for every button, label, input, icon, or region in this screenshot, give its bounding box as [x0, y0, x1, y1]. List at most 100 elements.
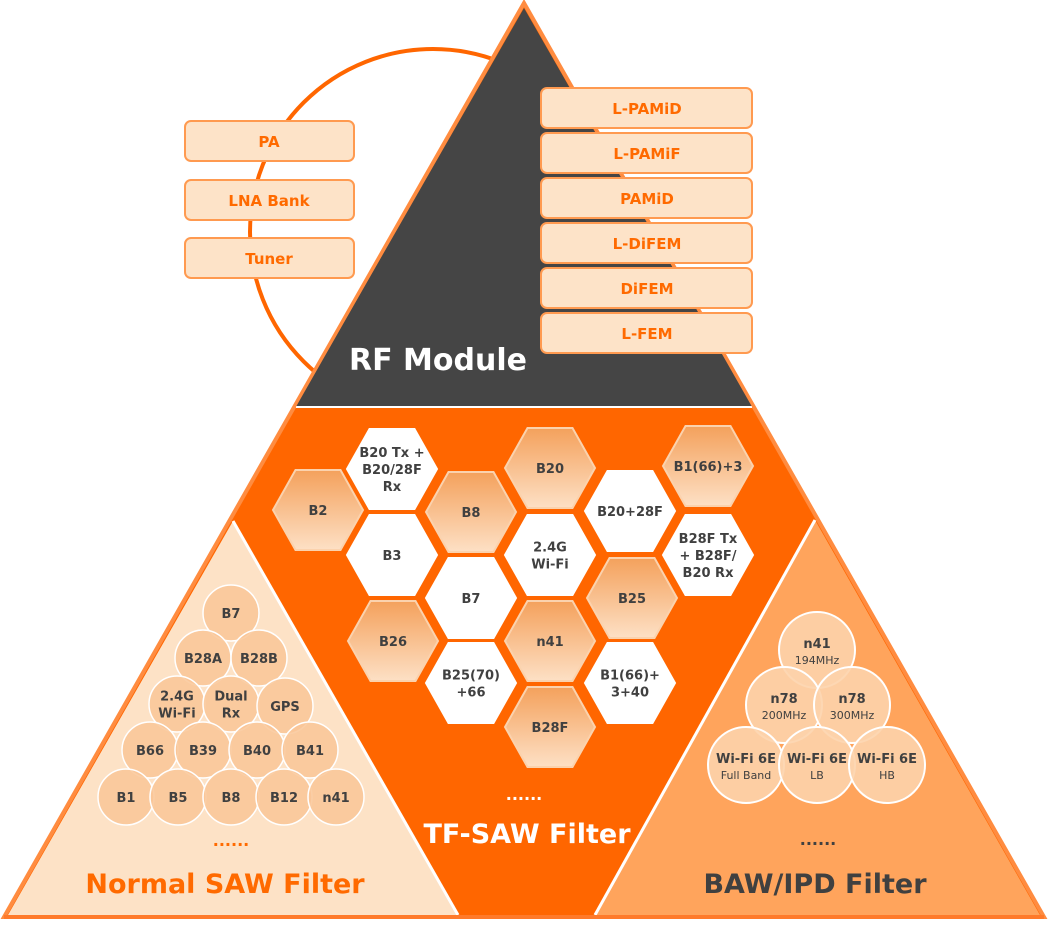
component-box-pa[interactable]: PA: [184, 120, 355, 162]
module-box-l-pamif[interactable]: L-PAMiF: [540, 132, 753, 174]
hex-b1-66-3-40[interactable]: B1(66)+ 3+40: [583, 642, 677, 724]
component-box-lna-bank[interactable]: LNA Bank: [184, 179, 355, 221]
module-box-pamid[interactable]: PAMiD: [540, 177, 753, 219]
hex-label: 2.4G: [533, 541, 567, 556]
saw-circle-label: Rx: [222, 707, 241, 722]
hex-shape: [424, 557, 518, 639]
module-label: L-PAMiF: [613, 145, 680, 163]
hex-shape: [661, 514, 755, 596]
saw-circle-label: B41: [296, 744, 324, 759]
baw-ipd-title: BAW/IPD Filter: [703, 869, 927, 900]
saw-circle-label: B7: [222, 607, 241, 622]
hex-label: B20 Tx +: [359, 446, 424, 461]
hex-label: 3+40: [611, 686, 649, 701]
hex-label: B20: [536, 462, 564, 477]
saw-circle-b8[interactable]: B8: [202, 768, 260, 826]
baw-circle-n78-300mhz[interactable]: n78 300MHz: [813, 666, 891, 744]
saw-circle-label: B5: [169, 791, 188, 806]
baw-circle-sub: 300MHz: [830, 709, 875, 722]
saw-circle-b66[interactable]: B66: [121, 721, 179, 779]
saw-circle-b1[interactable]: B1: [97, 768, 155, 826]
baw-circle-shape: [848, 726, 926, 804]
hex-label: B25(70): [442, 669, 500, 684]
hex-shape: [345, 514, 439, 596]
hex-b2[interactable]: B2: [271, 469, 365, 551]
hex-label: B3: [383, 549, 402, 564]
hex-label: B8: [462, 506, 481, 521]
hex-label: B25: [618, 592, 646, 607]
hex-label: B28F: [532, 721, 569, 736]
hex-label: B26: [379, 635, 407, 650]
module-box-bg: [540, 87, 753, 129]
baw-circle-main: n78: [838, 692, 865, 707]
saw-circle-label: B28A: [184, 652, 222, 667]
saw-circle-b28b[interactable]: B28B: [230, 629, 288, 687]
saw-circle-b12[interactable]: B12: [255, 768, 313, 826]
saw-circle-n41[interactable]: n41: [307, 768, 365, 826]
saw-circle-label: B66: [136, 744, 164, 759]
saw-circle-b39[interactable]: B39: [174, 721, 232, 779]
saw-circle-b5[interactable]: B5: [149, 768, 207, 826]
saw-circle-b41[interactable]: B41: [281, 721, 339, 779]
hex-b20[interactable]: B20: [503, 427, 597, 509]
hex-shape: [424, 642, 518, 724]
component-label: PA: [258, 133, 280, 151]
module-label: L-FEM: [621, 325, 672, 343]
module-box-l-difem[interactable]: L-DiFEM: [540, 222, 753, 264]
hex-n41[interactable]: n41: [503, 600, 597, 682]
saw-circle-b28a[interactable]: B28A: [174, 629, 232, 687]
hex-label: B1(66)+: [600, 669, 660, 684]
module-box-difem[interactable]: DiFEM: [540, 267, 753, 309]
hex-label: B1(66)+3: [674, 460, 743, 475]
hex-b3[interactable]: B3: [345, 514, 439, 596]
hex-2-4g-wi-fi[interactable]: 2.4G Wi-Fi: [503, 514, 597, 596]
saw-circle-gps[interactable]: GPS: [256, 677, 314, 735]
component-box-tuner[interactable]: Tuner: [184, 237, 355, 279]
saw-circle-label: Dual: [214, 690, 247, 705]
baw-circle-main: n41: [803, 637, 830, 652]
hex-b20-tx-b20-28f-rx[interactable]: B20 Tx + B20/28F Rx: [345, 428, 439, 510]
module-box-l-pamid[interactable]: L-PAMiD: [540, 87, 753, 129]
module-box-l-fem[interactable]: L-FEM: [540, 312, 753, 354]
module-box-bg: [540, 312, 753, 354]
hex-b8[interactable]: B8: [424, 471, 518, 553]
saw-circle-shape: [281, 721, 339, 779]
hex-shape: [346, 600, 440, 682]
hex-shape: [503, 686, 597, 768]
baw-ipd-more: ......: [800, 830, 836, 849]
rf-module-title: RF Module: [349, 343, 527, 378]
saw-circle-label: n41: [322, 791, 349, 806]
hex-b7[interactable]: B7: [424, 557, 518, 639]
hex-b28f[interactable]: B28F: [503, 686, 597, 768]
baw-circle-sub: HB: [879, 769, 895, 782]
hex-b1-66-3[interactable]: B1(66)+3: [661, 425, 755, 507]
saw-circle-shape: [230, 629, 288, 687]
saw-circle-b7[interactable]: B7: [202, 584, 260, 642]
hex-b28f-tx-b28f-b20-rx[interactable]: B28F Tx+ B28F/B20 Rx: [661, 514, 755, 596]
hex-b25[interactable]: B25: [585, 557, 679, 639]
hex-label: Wi-Fi: [531, 558, 569, 573]
baw-circle-main: n78: [770, 692, 797, 707]
tf-saw-title: TF-SAW Filter: [423, 819, 631, 850]
hex-shape: [271, 469, 365, 551]
hex-b26[interactable]: B26: [346, 600, 440, 682]
component-box-bg: [184, 120, 355, 162]
baw-ipd-edge: [593, 519, 817, 916]
hex-label: B7: [462, 592, 481, 607]
hex-label: Rx: [383, 480, 402, 495]
hex-b20-28f[interactable]: B20+28F: [583, 470, 677, 552]
baw-circle-sub: LB: [810, 769, 824, 782]
saw-circle-b40[interactable]: B40: [228, 721, 286, 779]
hex-b25-70-66[interactable]: B25(70)+66: [424, 642, 518, 724]
module-box-bg: [540, 177, 753, 219]
hex-label: B20/28F: [362, 463, 422, 478]
normal-saw-more: ......: [213, 831, 249, 850]
